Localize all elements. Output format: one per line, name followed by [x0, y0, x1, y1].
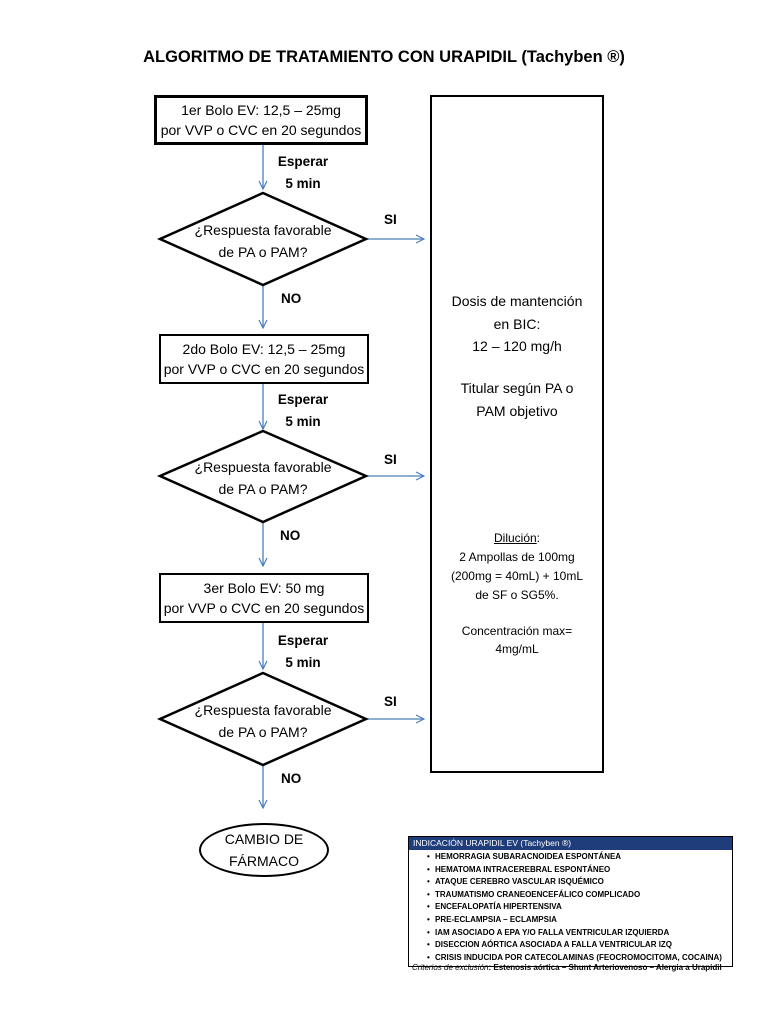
no-label-1: NO [281, 291, 302, 306]
decision-3-line1: ¿Respuesta favorable [194, 702, 332, 718]
yes-label-1: SI [384, 212, 397, 227]
end-node-line1: CAMBIO DE [224, 831, 304, 847]
indication-text: ATAQUE CEREBRO VASCULAR ISQUÉMICO [435, 877, 604, 887]
decision-diamond-1 [156, 191, 370, 287]
list-item: HEMATOMA INTRACEREBRAL ESPONTÁNEO [409, 864, 732, 877]
wait-label-2-line2: 5 min [285, 414, 321, 429]
list-item: TRAUMATISMO CRANEOENCEFÁLICO COMPLICADO [409, 889, 732, 902]
concentration-line2: 4mg/mL [495, 642, 539, 656]
step-1-line2: por VVP o CVC en 20 segundos [160, 122, 362, 138]
wait-label-2-line1: Esperar [277, 392, 329, 407]
wait-label-3-line2: 5 min [285, 655, 321, 670]
list-item: DISECCION AÓRTICA ASOCIADA A FALLA VENTR… [409, 939, 732, 952]
step-box-2: 2do Bolo EV: 12,5 – 25mg por VVP o CVC e… [159, 334, 369, 384]
no-label-3: NO [281, 771, 302, 786]
wait-label-2: Esperar 5 min [270, 389, 336, 433]
decision-2-line2: de PA o PAM? [218, 481, 308, 497]
indication-text: HEMORRAGIA SUBARACNOIDEA ESPONTÁNEA [435, 852, 622, 861]
yes-label-2: SI [384, 452, 397, 467]
step-box-1: 1er Bolo EV: 12,5 – 25mg por VVP o CVC e… [154, 95, 368, 145]
maintenance-line4: Titular según PA o [460, 380, 574, 396]
dilution-title: Dilución: [493, 531, 541, 545]
decision-2-line1: ¿Respuesta favorable [194, 459, 332, 475]
wait-label-1-line2: 5 min [285, 176, 321, 191]
indications-list: HEMORRAGIA SUBARACNOIDEA ESPONTÁNEA HEMA… [409, 850, 732, 966]
dilution-line3: de SF o SG5%. [475, 588, 559, 602]
decision-diamond-3 [156, 671, 370, 767]
exclusion-criteria: Criterios de exclusión: Estenosis aórtic… [412, 963, 722, 972]
decision-3-line2: de PA o PAM? [218, 724, 308, 740]
list-item: ENCEFALOPATÍA HIPERTENSIVA [409, 901, 732, 914]
step-1-line1: 1er Bolo EV: 12,5 – 25mg [181, 102, 341, 118]
maintenance-line2: en BIC: [493, 316, 541, 332]
indication-text: CRISIS INDUCIDA POR CATECOLAMINAS (FEOCR… [435, 952, 722, 962]
concentration-line1: Concentración max= [461, 624, 573, 638]
indication-text: ENCEFALOPATÍA HIPERTENSIVA [435, 902, 562, 912]
wait-label-3-line1: Esperar [277, 633, 329, 648]
list-item: HEMORRAGIA SUBARACNOIDEA ESPONTÁNEA [409, 851, 732, 864]
indication-text: DISECCION AÓRTICA ASOCIADA A FALLA VENTR… [435, 940, 673, 950]
maintenance-box: Dosis de mantención en BIC: 12 – 120 mg/… [430, 95, 604, 773]
indications-table: INDICACIÓN URAPIDIL EV (Tachyben ®) HEMO… [408, 836, 733, 968]
decision-text-1: ¿Respuesta favorable de PA o PAM? [180, 219, 346, 263]
exclusion-text: : Estenosis aórtica – Shunt Arteriovenos… [488, 963, 722, 972]
maintenance-line1: Dosis de mantención [451, 293, 583, 309]
no-label-2: NO [280, 528, 301, 543]
indication-text: HEMATOMA INTRACEREBRAL ESPONTÁNEO [435, 864, 611, 874]
decision-text-3: ¿Respuesta favorable de PA o PAM? [180, 699, 346, 743]
dilution-line2: (200mg = 40mL) + 10mL [450, 569, 584, 583]
list-item: IAM ASOCIADO A EPA Y/O FALLA VENTRICULAR… [409, 927, 732, 940]
list-item: CRISIS INDUCIDA POR CATECOLAMINAS (FEOCR… [409, 952, 732, 965]
yes-label-3: SI [384, 694, 397, 709]
step-3-line2: por VVP o CVC en 20 segundos [163, 600, 365, 616]
list-item: ATAQUE CEREBRO VASCULAR ISQUÉMICO [409, 876, 732, 889]
end-node-line2: FÁRMACO [229, 853, 299, 869]
maintenance-line5: PAM objetivo [476, 403, 558, 419]
step-2-line2: por VVP o CVC en 20 segundos [163, 361, 365, 377]
end-node-change-drug: CAMBIO DE FÁRMACO [199, 823, 329, 877]
list-item: PRE-ECLAMPSIA – ECLAMPSIA [409, 914, 732, 927]
maintenance-line3: 12 – 120 mg/h [472, 338, 562, 354]
decision-1-line1: ¿Respuesta favorable [194, 222, 332, 238]
decision-diamond-2 [156, 429, 370, 524]
step-2-line1: 2do Bolo EV: 12,5 – 25mg [182, 341, 346, 357]
decision-text-2: ¿Respuesta favorable de PA o PAM? [180, 456, 346, 500]
wait-label-1-line1: Esperar [277, 154, 329, 169]
step-3-line1: 3er Bolo EV: 50 mg [203, 580, 325, 596]
indication-text: TRAUMATISMO CRANEOENCEFÁLICO COMPLICADO [435, 889, 641, 899]
dilution-title-text: Dilución [493, 531, 537, 545]
dilution-line1: 2 Ampollas de 100mg [459, 550, 575, 564]
indication-text: PRE-ECLAMPSIA – ECLAMPSIA [435, 914, 557, 924]
wait-label-1: Esperar 5 min [270, 151, 336, 195]
step-box-3: 3er Bolo EV: 50 mg por VVP o CVC en 20 s… [159, 573, 369, 623]
indication-text: IAM ASOCIADO A EPA Y/O FALLA VENTRICULAR… [435, 927, 670, 937]
page-title: ALGORITMO DE TRATAMIENTO CON URAPIDIL (T… [143, 48, 625, 66]
indications-header: INDICACIÓN URAPIDIL EV (Tachyben ®) [409, 837, 732, 850]
wait-label-3: Esperar 5 min [270, 630, 336, 674]
exclusion-label: Criterios de exclusión [412, 963, 489, 972]
decision-1-line2: de PA o PAM? [218, 244, 308, 260]
